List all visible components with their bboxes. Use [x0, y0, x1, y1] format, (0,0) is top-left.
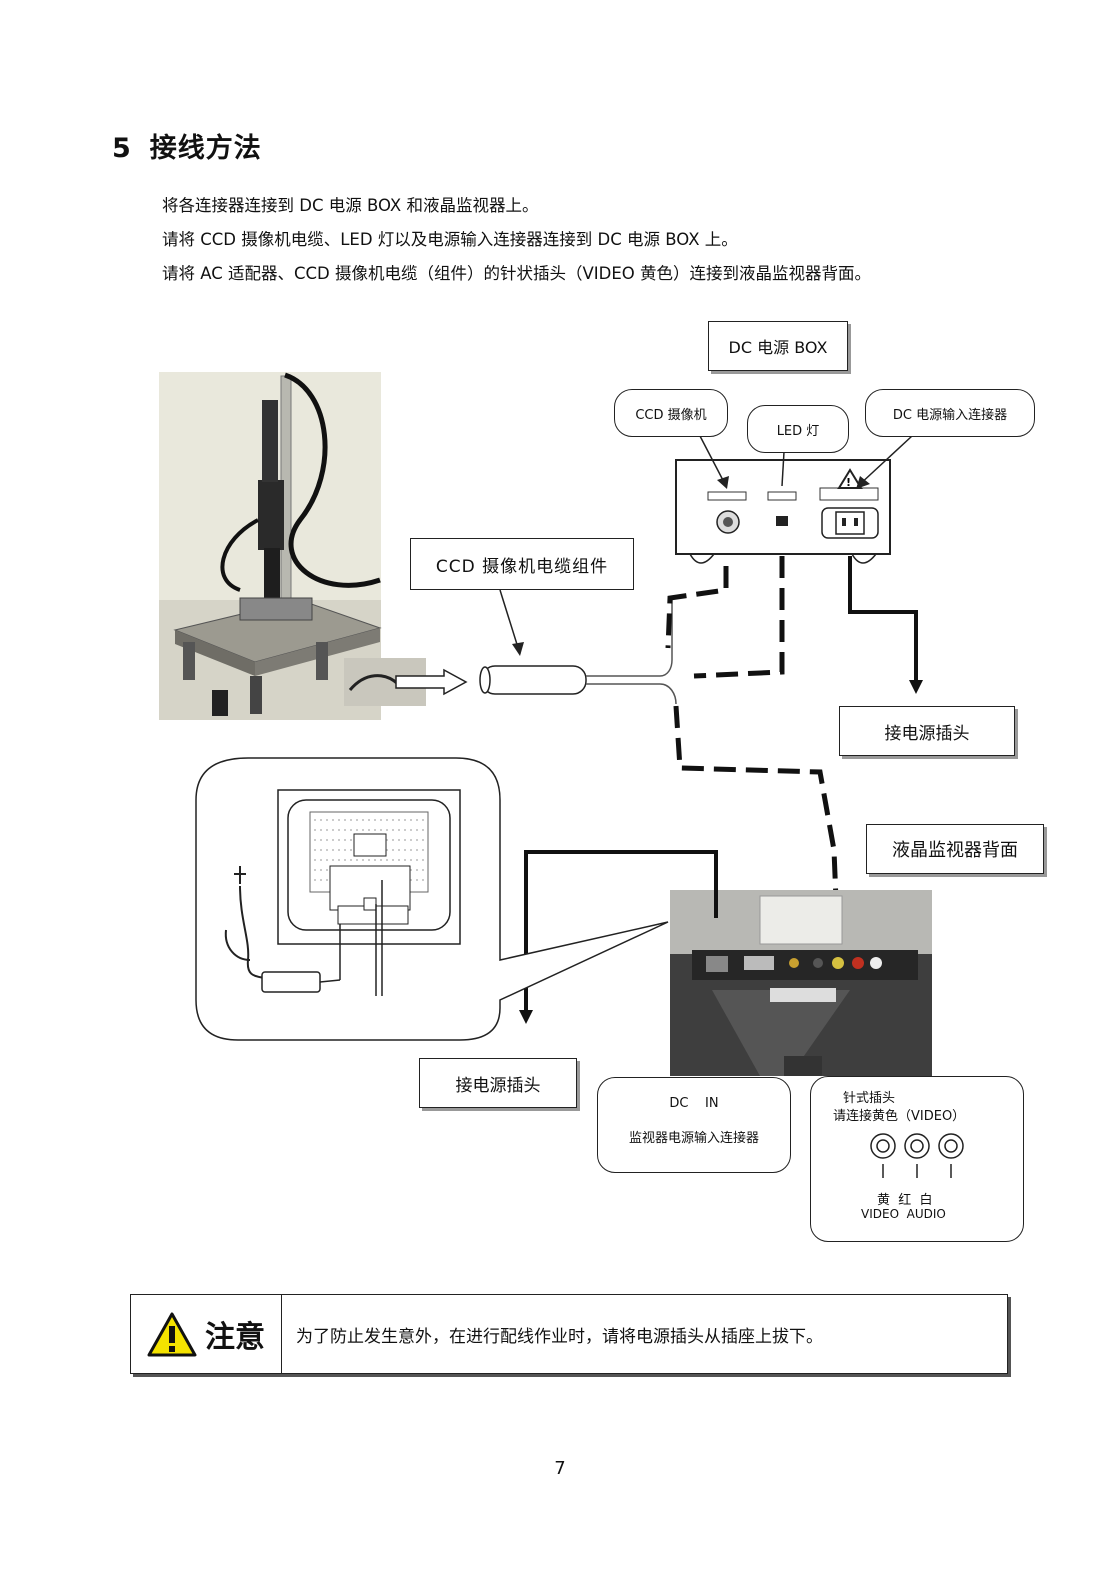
bubble-led: LED 灯 — [747, 405, 849, 453]
label-power-plug-2: 接电源插头 — [419, 1058, 577, 1108]
notice-box: 注意 为了防止发生意外，在进行配线作业时，请将电源插头从插座上拔下。 — [130, 1294, 1008, 1374]
monitor-back-photo — [670, 890, 932, 1076]
ccd-cable-assembly-drawing — [480, 598, 676, 704]
pin-plug-label: 针式插头 — [843, 1087, 895, 1106]
label-lcd-back: 液晶监视器背面 — [866, 824, 1044, 874]
monitor-power-connector-label: 监视器电源输入连接器 — [598, 1127, 790, 1146]
notice-header: 注意 — [131, 1295, 282, 1373]
bubble-dc-input-connector: DC 电源输入连接器 — [865, 389, 1035, 437]
jack-colors-label: 黄 红 白 — [877, 1189, 933, 1208]
bubble-dc-in: DC IN 监视器电源输入连接器 — [597, 1077, 791, 1173]
label-dc-power-box: DC 电源 BOX — [708, 321, 848, 371]
svg-text:!: ! — [846, 476, 851, 489]
camera-stand-photo — [159, 372, 426, 720]
notice-title: 注意 — [205, 1312, 265, 1356]
bubble-ccd-camera: CCD 摄像机 — [614, 389, 728, 437]
notice-text: 为了防止发生意外，在进行配线作业时，请将电源插头从插座上拔下。 — [282, 1295, 1007, 1373]
dc-in-label: DC IN — [598, 1096, 790, 1111]
page-number: 7 — [0, 1458, 1120, 1479]
warning-icon — [147, 1311, 197, 1357]
label-power-plug-1: 接电源插头 — [839, 706, 1015, 756]
bubble-pin-plug: 针式插头 请连接黄色（VIDEO） 黄 红 白 VIDEO AUDIO — [810, 1076, 1024, 1242]
connect-yellow-label: 请连接黄色（VIDEO） — [833, 1105, 965, 1124]
jack-signals-label: VIDEO AUDIO — [861, 1207, 946, 1221]
label-ccd-cable-assembly: CCD 摄像机电缆组件 — [410, 538, 634, 590]
